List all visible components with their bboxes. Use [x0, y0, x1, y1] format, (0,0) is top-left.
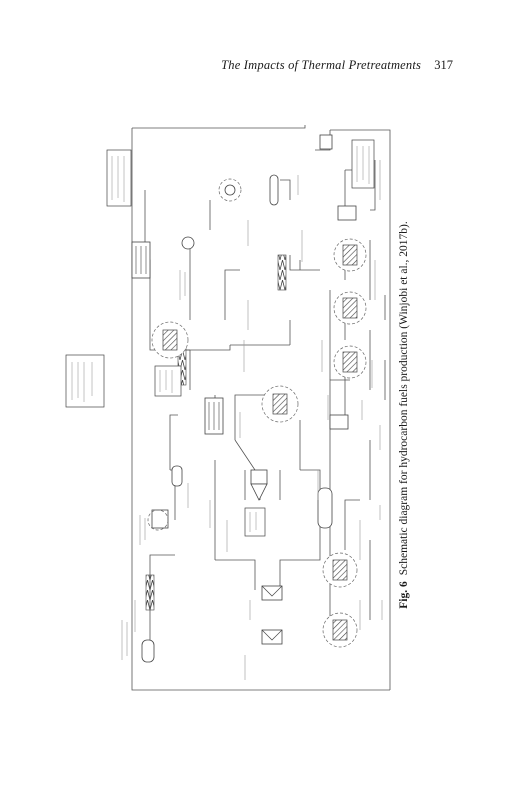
torrefaction-reactor [151, 321, 189, 359]
figure-caption: Fig. 6 Schematic diagram for hydrocarbon … [398, 221, 410, 609]
annotation-box-4 [244, 507, 266, 537]
splitter [319, 134, 333, 150]
product-separator-column [317, 487, 333, 529]
figure-caption-text: Schematic diagram for hydrocarbon fuels … [398, 221, 410, 576]
psa-unit-1 [329, 414, 349, 430]
combustor [218, 178, 242, 202]
bio-oil-condenser [204, 397, 224, 435]
fast-pyrolysis-reactor [261, 385, 299, 423]
heat-exchanger [131, 241, 151, 279]
annotation-box-2 [106, 149, 132, 207]
stabilizer-reactor [322, 612, 358, 648]
cyclone [250, 469, 268, 501]
steam-reformer [333, 345, 367, 379]
figure-label: Fig. 6 [398, 581, 410, 609]
chopper [141, 639, 155, 663]
annotation-box-5 [154, 365, 182, 397]
chiller [269, 174, 279, 206]
feed-hopper-screw-1 [145, 574, 155, 611]
page-number: 317 [434, 58, 453, 72]
annotation-box-1 [65, 354, 105, 408]
water-gas-shift-reactor [333, 238, 367, 272]
filter-unit-1 [261, 585, 283, 601]
stream-label-marks [121, 160, 383, 680]
dryer [151, 509, 169, 529]
filter-unit-2 [261, 629, 283, 645]
running-header: The Impacts of Thermal Pretreatments 317 [221, 58, 453, 73]
pump [181, 236, 195, 250]
hydrotreater-reactor [322, 552, 358, 588]
conveyor [171, 465, 183, 487]
psa-unit-2 [337, 205, 357, 221]
running-title: The Impacts of Thermal Pretreatments [221, 58, 422, 72]
dryer-unit [147, 509, 169, 531]
reformer [333, 291, 367, 325]
feed-hopper-screw-3 [277, 254, 287, 291]
